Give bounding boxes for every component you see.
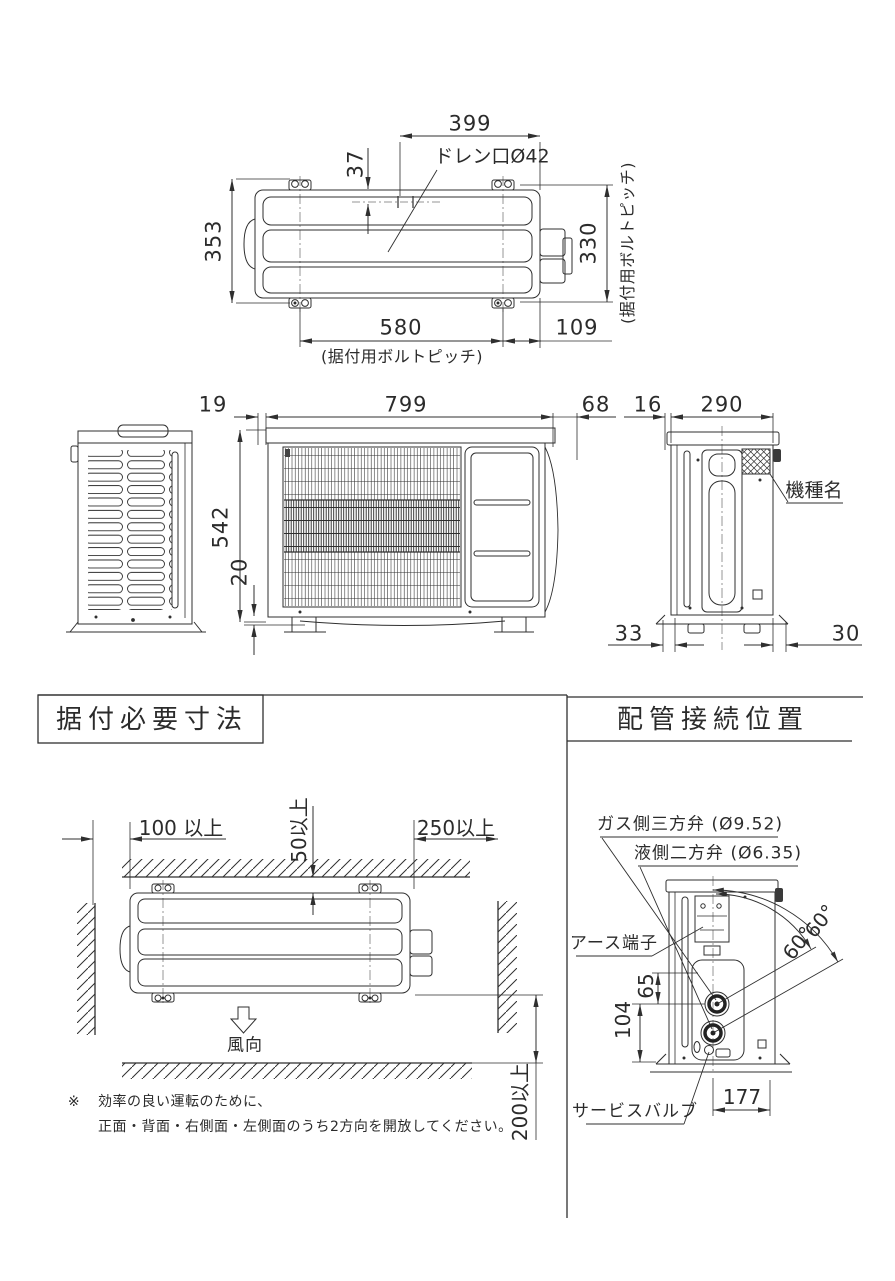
piping-connection-drawing [576, 836, 844, 1125]
dim-68: 68 [581, 392, 611, 417]
piping-section-title: 配管接続位置 [616, 705, 810, 735]
dim-330: 330 [576, 221, 601, 265]
clearance-left-label: 100 以上 [138, 816, 224, 840]
dim-353: 353 [201, 219, 226, 263]
dim-799: 799 [384, 392, 428, 417]
dim-399: 399 [448, 111, 492, 136]
top-view-drawing [229, 133, 613, 348]
dim-580: 580 [379, 315, 423, 340]
note-line-1: 効率の良い運転のために、 [98, 1094, 272, 1110]
earth-terminal-label: アース端子 [569, 933, 659, 954]
installation-clearance-drawing [62, 806, 543, 1140]
service-valve-label: サービスバルブ [572, 1101, 698, 1122]
dim-65: 65 [634, 973, 658, 999]
bolt-pitch-note-bottom: (据付用ボルトピッチ) [321, 347, 483, 366]
section-frames [37, 694, 863, 1218]
clearance-right-label: 250以上 [416, 816, 496, 840]
dim-104: 104 [611, 1000, 635, 1040]
dim-109: 109 [555, 315, 599, 340]
wind-direction-label: 風向 [227, 1035, 263, 1056]
front-view-drawing [234, 413, 616, 655]
dim-33: 33 [614, 621, 644, 646]
installation-section-title: 据付必要寸法 [55, 705, 249, 735]
dim-290: 290 [700, 392, 744, 417]
note-marker: ※ [67, 1094, 81, 1110]
gas-valve-label: ガス側三方弁 (Ø9.52) [597, 814, 783, 835]
drain-port-label: ドレン口Ø42 [434, 145, 550, 168]
dim-19: 19 [198, 392, 228, 417]
right-side-view-drawing [608, 413, 862, 652]
dim-30: 30 [831, 621, 861, 646]
dim-37: 37 [343, 149, 368, 179]
clearance-back-label: 50以上 [287, 797, 311, 863]
dim-16: 16 [633, 392, 663, 417]
dim-20: 20 [227, 557, 252, 587]
bolt-pitch-note-side: (据付用ボルトピッチ) [618, 162, 637, 324]
dim-177: 177 [722, 1085, 762, 1109]
note-line-2: 正面・背面・右側面・左側面のうち2方向を開放してください。 [98, 1119, 513, 1135]
dim-542: 542 [208, 505, 233, 549]
left-side-view-drawing [66, 424, 206, 633]
model-name-label: 機種名 [785, 479, 843, 502]
clearance-front-label: 200以上 [508, 1062, 532, 1142]
liquid-valve-label: 液側二方弁 (Ø6.35) [634, 843, 802, 864]
